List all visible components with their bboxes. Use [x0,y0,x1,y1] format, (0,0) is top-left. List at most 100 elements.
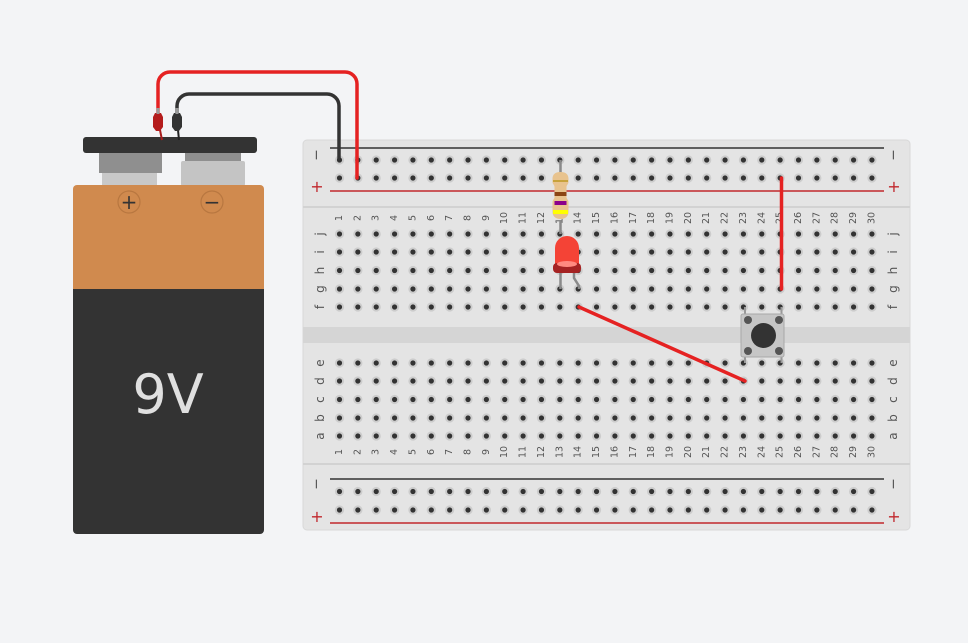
hole-a8[interactable] [465,433,471,439]
hole-j12[interactable] [538,231,545,237]
rail-hole-top-minus-3[interactable] [373,157,379,163]
hole-c17[interactable] [630,396,636,403]
rail-hole-bottom-plus-19[interactable] [667,507,673,513]
rail-hole-top-plus-21[interactable] [704,175,710,181]
hole-e4[interactable] [391,360,398,366]
hole-g11[interactable] [520,286,526,292]
hole-b12[interactable] [538,415,545,421]
hole-h19[interactable] [667,267,673,274]
hole-e9[interactable] [483,360,489,366]
hole-e5[interactable] [410,360,416,366]
hole-f4[interactable] [391,304,398,310]
rail-hole-bottom-plus-20[interactable] [685,507,691,513]
hole-b4[interactable] [391,415,398,421]
hole-h10[interactable] [502,267,508,274]
hole-i12[interactable] [538,249,545,255]
hole-f11[interactable] [520,304,526,310]
hole-j6[interactable] [428,231,434,237]
hole-f19[interactable] [667,304,673,310]
rail-hole-bottom-minus-9[interactable] [483,488,489,495]
hole-b2[interactable] [355,415,361,421]
rail-hole-bottom-plus-4[interactable] [391,507,398,513]
rail-hole-top-minus-14[interactable] [575,157,581,163]
hole-a13[interactable] [557,433,563,439]
rail-hole-bottom-plus-10[interactable] [502,507,508,513]
battery-negative-wire[interactable] [175,92,341,162]
hole-h20[interactable] [685,267,691,274]
rail-hole-bottom-plus-2[interactable] [355,507,361,513]
hole-f27[interactable] [814,304,820,310]
hole-j26[interactable] [795,231,802,237]
hole-i23[interactable] [740,249,747,255]
rail-hole-bottom-plus-12[interactable] [538,507,545,513]
hole-a23[interactable] [740,433,747,439]
hole-e12[interactable] [538,360,545,366]
hole-c1[interactable] [336,396,343,403]
hole-a16[interactable] [612,433,618,439]
hole-e6[interactable] [428,360,434,366]
hole-c11[interactable] [520,396,526,403]
hole-a5[interactable] [410,433,416,439]
rail-hole-bottom-minus-20[interactable] [685,488,691,495]
rail-hole-top-minus-9[interactable] [483,157,489,163]
hole-j4[interactable] [391,231,398,237]
hole-j24[interactable] [759,231,765,237]
hole-c10[interactable] [502,396,508,403]
hole-b11[interactable] [520,415,526,421]
f14-to-d23-wire[interactable] [577,305,747,383]
hole-a19[interactable] [667,433,673,439]
rail-hole-bottom-minus-12[interactable] [538,488,545,495]
hole-h27[interactable] [814,267,820,274]
hole-a6[interactable] [428,433,434,439]
hole-f15[interactable] [593,304,600,310]
hole-c25[interactable] [777,396,783,403]
rail-hole-bottom-minus-4[interactable] [391,488,398,495]
hole-i18[interactable] [649,249,655,255]
hole-e19[interactable] [667,360,673,366]
breadboard-holes[interactable] [334,155,877,515]
hole-b3[interactable] [373,415,379,421]
hole-g6[interactable] [428,286,434,292]
hole-f1[interactable] [336,304,343,310]
rail-hole-top-plus-4[interactable] [391,175,398,181]
hole-f21[interactable] [704,304,710,310]
hole-c19[interactable] [667,396,673,403]
hole-e15[interactable] [593,360,600,366]
rail-hole-bottom-plus-27[interactable] [814,507,820,513]
rail-hole-top-minus-30[interactable] [869,157,875,163]
rail-hole-bottom-plus-18[interactable] [649,507,655,513]
hole-h11[interactable] [520,267,526,274]
hole-j17[interactable] [630,231,636,237]
hole-g15[interactable] [593,286,600,292]
hole-j3[interactable] [373,231,379,237]
hole-i7[interactable] [447,249,453,255]
rail-hole-bottom-minus-30[interactable] [869,488,875,495]
hole-b7[interactable] [447,415,453,421]
hole-j2[interactable] [355,231,361,237]
hole-h9[interactable] [483,267,489,274]
hole-d15[interactable] [593,378,600,384]
hole-c23[interactable] [740,396,747,403]
rail-hole-top-plus-5[interactable] [410,175,416,181]
rail-hole-bottom-plus-5[interactable] [410,507,416,513]
hole-b26[interactable] [795,415,802,421]
hole-h6[interactable] [428,267,434,274]
hole-h26[interactable] [795,267,802,274]
rail-hole-bottom-plus-11[interactable] [520,507,526,513]
battery-9v[interactable]: + − 9V [73,137,264,534]
hole-b22[interactable] [722,415,728,421]
hole-c6[interactable] [428,396,434,403]
rail-hole-top-minus-6[interactable] [428,157,434,163]
hole-i9[interactable] [483,249,489,255]
rail-hole-bottom-minus-5[interactable] [410,488,416,495]
rail-hole-top-minus-29[interactable] [850,157,857,163]
hole-j27[interactable] [814,231,820,237]
hole-j29[interactable] [850,231,857,237]
hole-d4[interactable] [391,378,398,384]
hole-f12[interactable] [538,304,545,310]
hole-b5[interactable] [410,415,416,421]
hole-b10[interactable] [502,415,508,421]
hole-b21[interactable] [704,415,710,421]
hole-h2[interactable] [355,267,361,274]
hole-c26[interactable] [795,396,802,403]
